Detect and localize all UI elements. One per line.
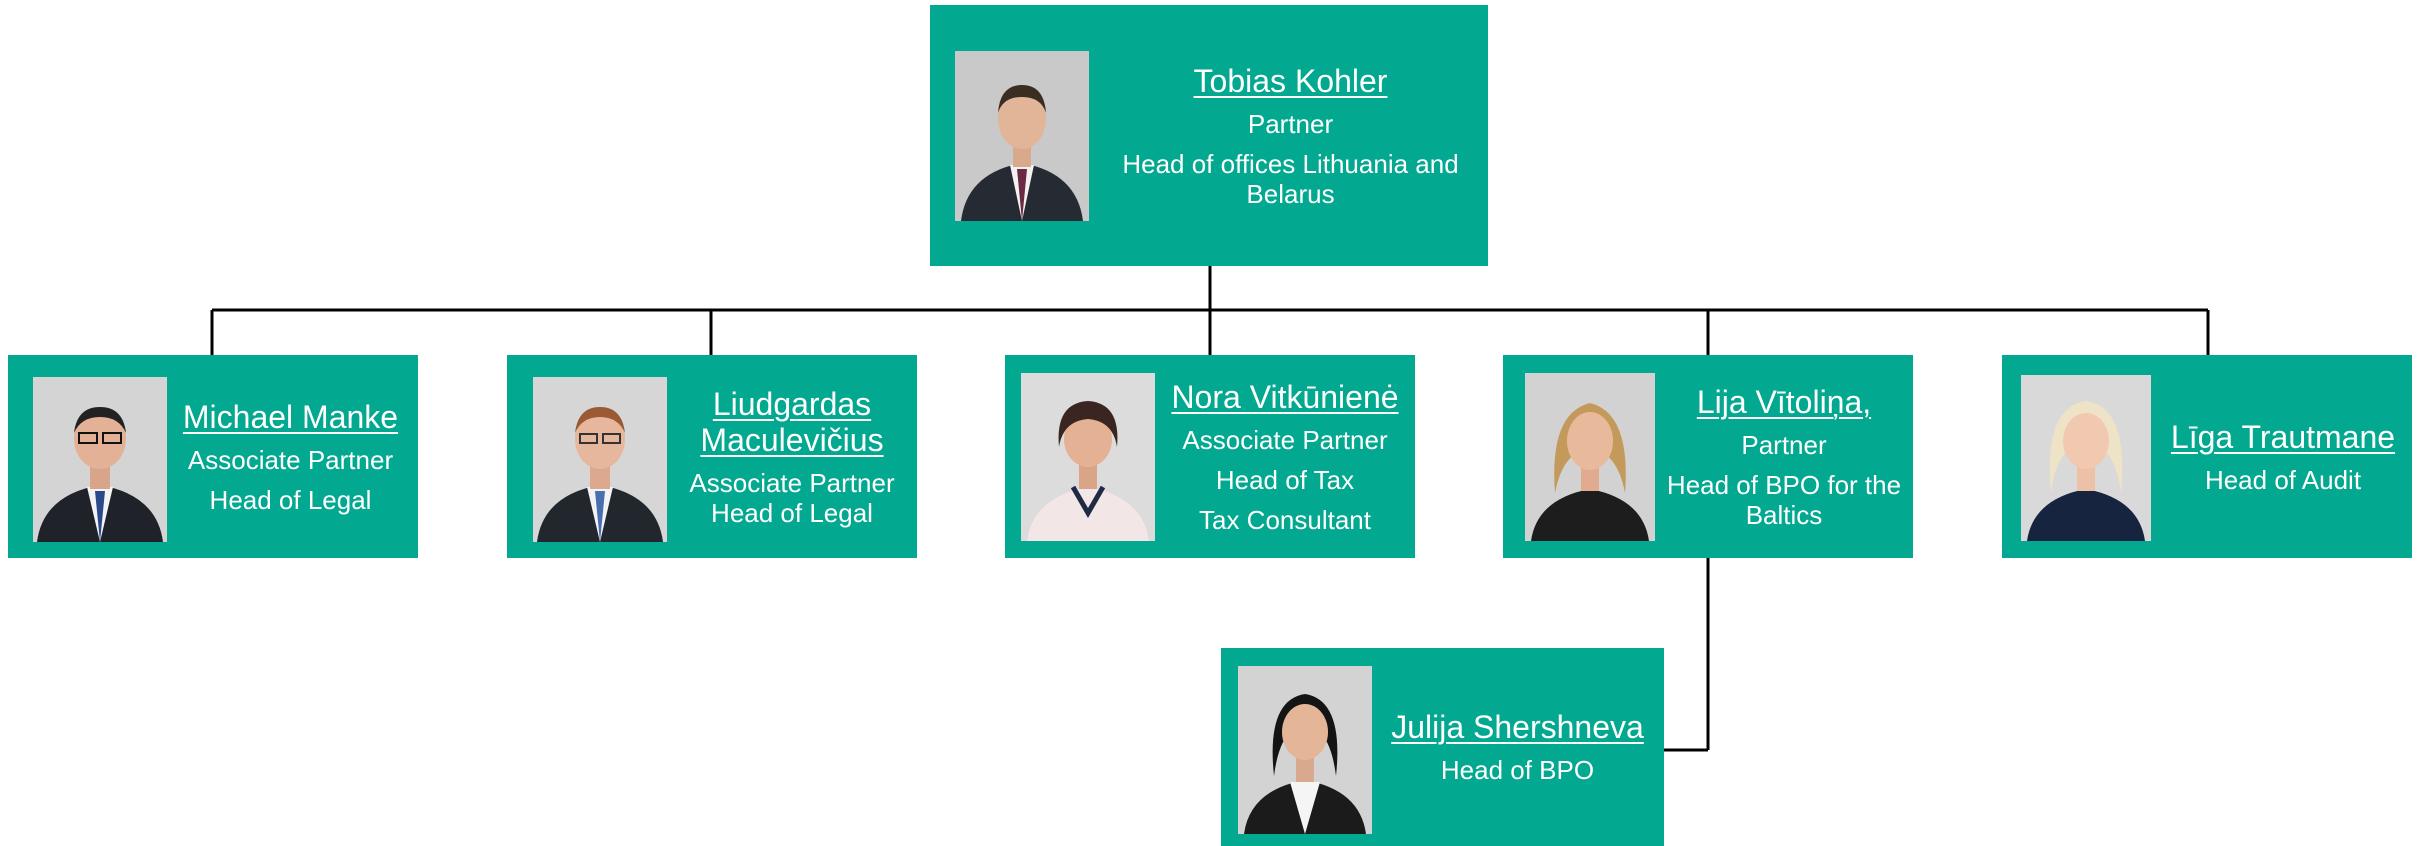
card-julija-shershneva: Julija Shershneva Head of BPO — [1221, 648, 1664, 846]
role-associate-partner-head-of-legal: Associate Partner Head of Legal — [689, 467, 895, 528]
info-lija-vitolina: Lija Vītoliņa, Partner Head of BPO for t… — [1663, 355, 1905, 558]
info-liga-trautmane: Līga Trautmane Head of Audit — [2162, 355, 2404, 558]
name-lija-vitolina[interactable]: Lija Vītoliņa, — [1696, 383, 1872, 420]
name-julija-shershneva[interactable]: Julija Shershneva — [1391, 709, 1644, 745]
role-associate-partner: Associate Partner — [1182, 424, 1388, 455]
role-head-of-bpo: Head of BPO — [1440, 755, 1595, 785]
info-tobias-kohler: Tobias Kohler Partner Head of offices Li… — [1105, 5, 1476, 266]
role-tax-consultant: Tax Consultant — [1199, 504, 1371, 535]
role-associate-partner: Associate Partner — [187, 444, 394, 475]
photo-michael-manke — [33, 377, 167, 542]
card-liga-trautmane: Līga Trautmane Head of Audit — [2002, 355, 2412, 558]
role-head-of-legal: Head of Legal — [209, 484, 372, 515]
photo-liudgardas-maculevicius — [533, 377, 667, 542]
card-michael-manke: Michael Manke Associate Partner Head of … — [8, 355, 418, 558]
info-liudgardas-maculevicius: Liudgardas Maculevičius Associate Partne… — [677, 355, 907, 558]
card-nora-vitkuniene: Nora Vitkūnienė Associate Partner Head o… — [1005, 355, 1415, 558]
photo-lija-vitolina — [1525, 373, 1655, 541]
photo-liga-trautmane — [2021, 375, 2151, 541]
role-head-of-offices: Head of offices Lithuania and Belarus — [1122, 148, 1459, 209]
role-head-of-audit: Head of Audit — [2204, 464, 2362, 495]
photo-tobias-kohler — [955, 51, 1089, 221]
info-michael-manke: Michael Manke Associate Partner Head of … — [173, 355, 408, 558]
name-liga-trautmane[interactable]: Līga Trautmane — [2170, 418, 2396, 455]
name-nora-vitkuniene[interactable]: Nora Vitkūnienė — [1171, 378, 1399, 415]
card-liudgardas-maculevicius: Liudgardas Maculevičius Associate Partne… — [507, 355, 917, 558]
role-partner: Partner — [1741, 429, 1827, 460]
role-partner: Partner — [1247, 108, 1334, 139]
info-julija-shershneva: Julija Shershneva Head of BPO — [1381, 648, 1654, 846]
name-michael-manke[interactable]: Michael Manke — [182, 398, 399, 435]
photo-julija-shershneva — [1238, 666, 1372, 834]
name-tobias-kohler[interactable]: Tobias Kohler — [1193, 62, 1388, 99]
photo-nora-vitkuniene — [1021, 373, 1155, 541]
role-head-of-tax: Head of Tax — [1215, 464, 1355, 495]
info-nora-vitkuniene: Nora Vitkūnienė Associate Partner Head o… — [1165, 355, 1405, 558]
name-liudgardas-maculevicius[interactable]: Liudgardas Maculevičius — [700, 385, 884, 458]
role-head-of-bpo-baltics: Head of BPO for the Baltics — [1666, 469, 1902, 530]
card-tobias-kohler: Tobias Kohler Partner Head of offices Li… — [930, 5, 1488, 266]
card-lija-vitolina: Lija Vītoliņa, Partner Head of BPO for t… — [1503, 355, 1913, 558]
